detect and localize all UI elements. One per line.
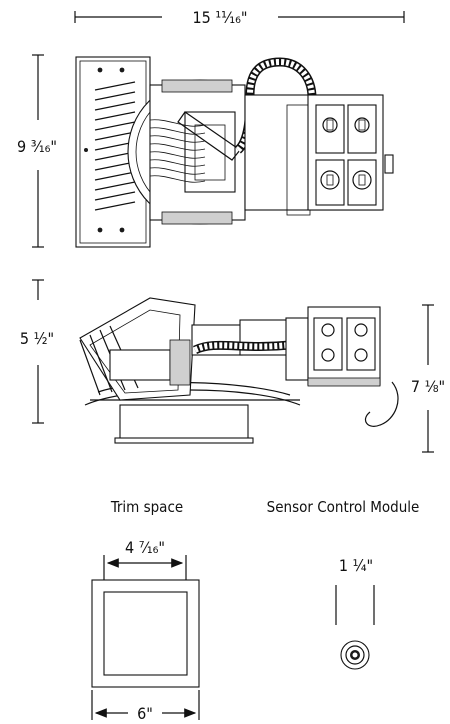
- trim-inner-width-dimension: 4 ⁷⁄₁₆": [103, 538, 187, 580]
- side-height-dimension: 5 ½": [20, 279, 54, 424]
- side-overall-height-dimension: 7 ⅛": [411, 304, 445, 453]
- side-view: [79, 297, 399, 444]
- side-junction-box: [307, 306, 381, 387]
- trim-square: [91, 579, 200, 688]
- plan-depth-dimension: 9 ³⁄₁₆": [17, 54, 57, 248]
- side-height-label: 5 ½": [20, 329, 54, 348]
- trim-inner-width-label: 4 ⁷⁄₁₆": [125, 538, 165, 557]
- plan-view: [75, 56, 394, 248]
- plan-junction-box: [307, 94, 394, 211]
- plan-width-dimension: 15 ¹¹⁄₁₆": [74, 8, 405, 27]
- wiring-bundle: [149, 111, 241, 183]
- sensor-width-dimension: 1 ¼": [335, 556, 375, 625]
- sensor-module-label: Sensor Control Module: [267, 498, 420, 516]
- driver-box-slots: [94, 81, 136, 211]
- side-overall-height-label: 7 ⅛": [411, 377, 445, 396]
- trim-space-label: Trim space: [110, 498, 183, 516]
- trim-outer-width-dimension: 6": [91, 690, 200, 723]
- plan-width-label: 15 ¹¹⁄₁₆": [193, 8, 248, 27]
- sensor-width-label: 1 ¼": [339, 556, 373, 575]
- trim-outer-width-label: 6": [137, 704, 153, 723]
- plan-depth-label: 9 ³⁄₁₆": [17, 137, 57, 156]
- sensor-module: [340, 640, 370, 670]
